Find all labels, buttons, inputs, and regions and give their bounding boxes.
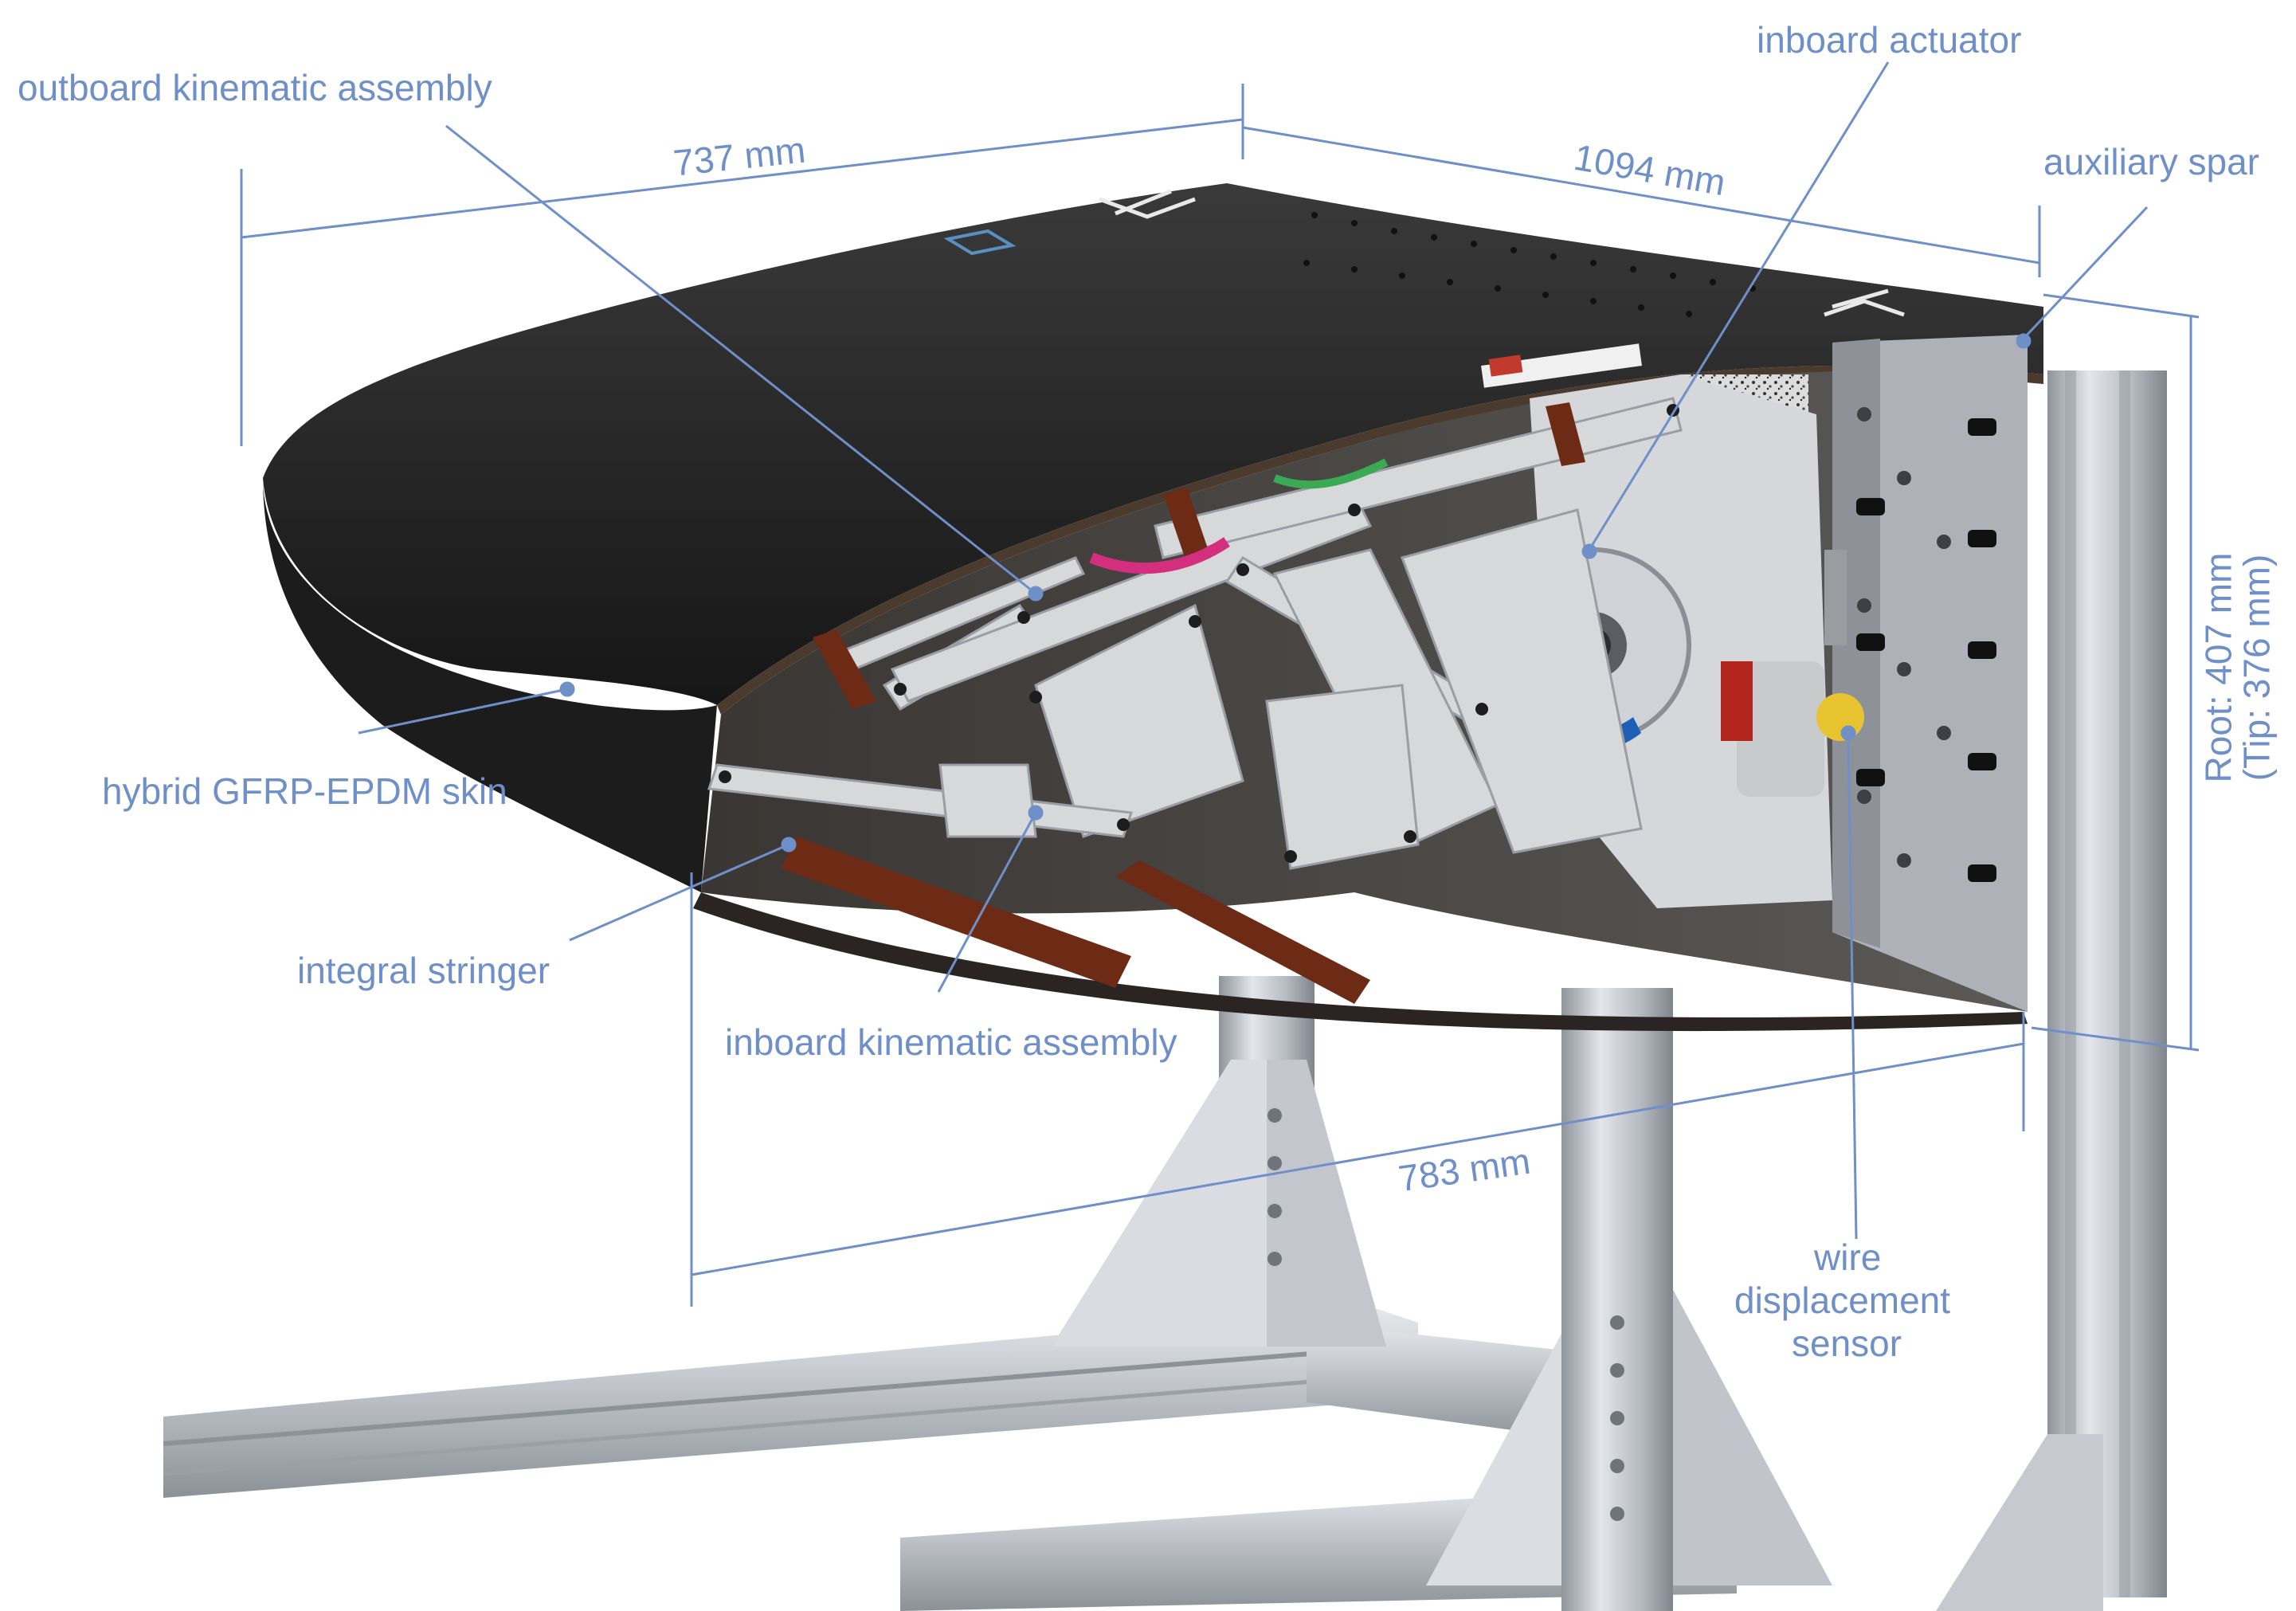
- label-wire-displacement-sensor-line3: sensor: [1792, 1323, 1902, 1364]
- wing-skin: [263, 183, 2043, 1032]
- label-wire-displacement-sensor-line2: displacement: [1734, 1280, 1951, 1321]
- label-hybrid-gfrp-epdm-skin: hybrid GFRP-EPDM skin: [102, 770, 507, 812]
- label-inboard-kinematic-assembly: inboard kinematic assembly: [725, 1021, 1177, 1063]
- dimension-height-tip: (Tip: 376 mm): [2235, 554, 2278, 782]
- annotation-lines: [240, 61, 2200, 1307]
- support-frame: [163, 370, 2167, 1611]
- dlr-logo-mark: [1099, 189, 1905, 317]
- label-integral-stringer: integral stringer: [297, 950, 550, 991]
- label-inboard-actuator: inboard actuator: [1757, 19, 2022, 61]
- label-outboard-kinematic-assembly: outboard kinematic assembly: [18, 67, 492, 108]
- label-auxiliary-spar: auxiliary spar: [2043, 141, 2259, 182]
- interior-structure: [701, 335, 2028, 1013]
- label-wire-displacement-sensor-line1: wire: [1814, 1237, 1882, 1278]
